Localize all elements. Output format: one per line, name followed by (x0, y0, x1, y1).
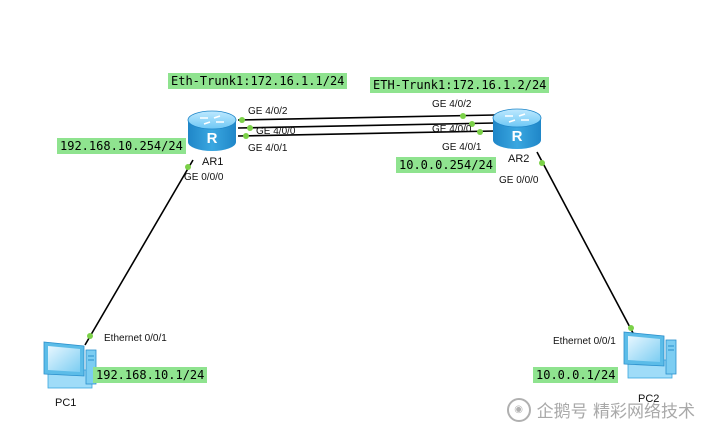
ar1-trunk-note: Eth-Trunk1:172.16.1.1/24 (168, 73, 348, 89)
watermark-text: 企鹅号 精彩网络技术 (536, 402, 695, 422)
router-icon[interactable]: R (187, 110, 237, 151)
pc2-ip-note: 10.0.0.1/24 (533, 367, 619, 383)
port-dot (87, 333, 93, 339)
ar2-port-ge402: GE 4/0/2 (432, 99, 472, 110)
port-dot (460, 113, 466, 119)
watermark: ◉ 企鹅号 精彩网络技术 (506, 397, 695, 422)
ar1-port-ge402: GE 4/0/2 (248, 106, 288, 117)
ar2-lan-note: 10.0.0.254/24 (396, 157, 496, 173)
pc-icon[interactable] (43, 341, 97, 389)
pc-icon[interactable] (623, 331, 677, 379)
port-dot (247, 125, 253, 131)
pc1-name: PC1 (55, 397, 77, 409)
trunk-links (237, 114, 496, 137)
ar2-trunk-note: ETH-Trunk1:172.16.1.2/24 (370, 77, 550, 93)
port-dots (87, 113, 634, 339)
port-dot (243, 133, 249, 139)
link-ge401 (237, 130, 496, 137)
ar1-port-ge401: GE 4/0/1 (248, 143, 288, 154)
ar1-port-ge400: GE 4/0/0 (256, 126, 296, 137)
port-dot (539, 160, 545, 166)
link-ar2-pc2 (536, 151, 634, 334)
ar2-port-ge400: GE 4/0/0 (432, 124, 472, 135)
port-dot (185, 164, 191, 170)
link-ge400 (237, 122, 496, 129)
ar1-lan-note: 192.168.10.254/24 (57, 138, 186, 154)
pc1-ip-note: 192.168.10.1/24 (93, 367, 208, 383)
link-ge402 (237, 114, 496, 121)
router-icon[interactable]: R (492, 108, 542, 149)
link-ar1-pc1 (84, 159, 194, 346)
ar2-port-ge401: GE 4/0/1 (442, 142, 482, 153)
port-dot (239, 117, 245, 123)
svg-text:R: R (207, 130, 218, 147)
port-dot (469, 121, 475, 127)
pc2-name: PC2 (638, 393, 660, 405)
watermark-logo-icon: ◉ (506, 397, 531, 422)
ar1-port-ge000: GE 0/0/0 (184, 172, 224, 183)
ar2-name: AR2 (508, 153, 530, 165)
ar2-port-ge000: GE 0/0/0 (499, 175, 539, 186)
pc2-port-eth: Ethernet 0/0/1 (553, 336, 616, 347)
port-dot (477, 129, 483, 135)
pc1-port-eth: Ethernet 0/0/1 (104, 333, 167, 344)
svg-text:R: R (512, 128, 523, 145)
ar1-name: AR1 (202, 156, 224, 168)
port-dot (628, 325, 634, 331)
